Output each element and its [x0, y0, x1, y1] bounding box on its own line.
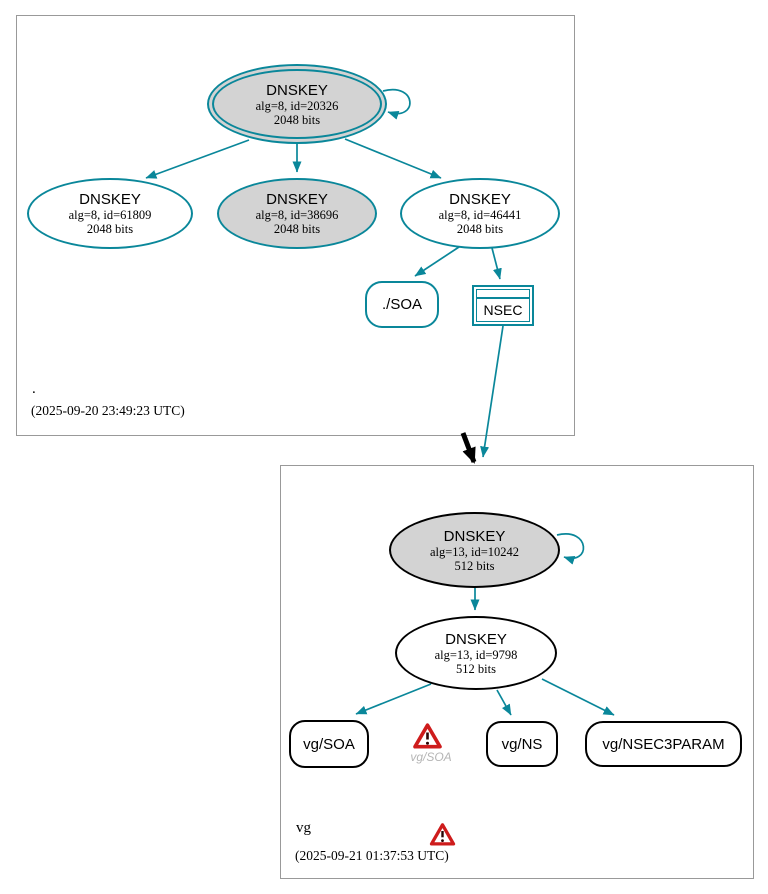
edge-root-ksk-selfloop: [382, 88, 411, 120]
dnskey-detail: alg=8, id=20326: [255, 98, 339, 113]
dnskey-type: DNSKEY: [443, 527, 506, 545]
node-vg-nsec3param[interactable]: vg/NSEC3PARAM: [585, 721, 742, 767]
node-vg-soa[interactable]: vg/SOA: [289, 720, 369, 768]
edge-root-ksk-to-zsk46441: [344, 138, 442, 179]
dnskey-size: 2048 bits: [456, 222, 504, 236]
warning-icon-vg-zone: [429, 823, 456, 846]
rr-label: ./SOA: [381, 296, 422, 313]
dnskey-type: DNSKEY: [266, 81, 328, 99]
edge-zsk46441-to-nsec: [491, 247, 502, 280]
node-root-dnskey-46441[interactable]: DNSKEY alg=8, id=46441 2048 bits: [400, 178, 560, 249]
warning-label-vg-soa: vg/SOA: [410, 750, 452, 764]
dnskey-detail: alg=8, id=46441: [438, 208, 522, 222]
node-root-dnskey-61809[interactable]: DNSKEY alg=8, id=61809 2048 bits: [27, 178, 193, 249]
dnskey-detail: alg=8, id=38696: [255, 208, 339, 222]
node-vg-dnskey-10242[interactable]: DNSKEY alg=13, id=10242 512 bits: [389, 512, 560, 588]
zone-name-root: .: [32, 381, 36, 397]
dnskey-type: DNSKEY: [445, 630, 507, 648]
dnskey-type: DNSKEY: [266, 191, 328, 208]
edge-nsec-to-vg-zone: [480, 325, 504, 458]
dnskey-type: DNSKEY: [79, 191, 141, 208]
edge-vg-ksk-selfloop: [556, 533, 585, 565]
edge-delegation-root-to-vg: [460, 432, 477, 464]
zone-timestamp-root: (2025-09-20 23:49:23 UTC): [31, 403, 185, 418]
node-root-dnskey-38696[interactable]: DNSKEY alg=8, id=38696 2048 bits: [217, 178, 377, 249]
dnskey-detail: alg=8, id=61809: [68, 208, 152, 222]
rr-label: NSEC: [483, 302, 523, 318]
dnskey-size: 512 bits: [454, 558, 495, 573]
nsec-top-cell: [477, 290, 529, 299]
dnskey-size: 2048 bits: [86, 222, 134, 236]
dnskey-detail: alg=13, id=9798: [434, 647, 518, 662]
node-root-soa[interactable]: ./SOA: [365, 281, 439, 328]
node-root-dnskey-20326-inner: DNSKEY alg=8, id=20326 2048 bits: [212, 69, 382, 139]
edge-root-ksk-to-zsk61809: [145, 139, 250, 179]
edge-vg-zsk-to-nsec3param: [541, 678, 615, 716]
dnskey-size: 512 bits: [456, 661, 496, 676]
zone-timestamp-vg: (2025-09-21 01:37:53 UTC): [295, 848, 449, 863]
node-root-nsec[interactable]: NSEC: [472, 285, 534, 326]
dnskey-size: 2048 bits: [273, 222, 321, 236]
edge-vg-zsk-to-soa: [355, 683, 432, 715]
node-vg-dnskey-9798[interactable]: DNSKEY alg=13, id=9798 512 bits: [395, 616, 557, 690]
zone-name-vg: vg: [296, 820, 311, 836]
warning-icon-vg-soa: [413, 723, 442, 749]
nsec-inner-box: NSEC: [476, 289, 530, 322]
node-vg-ns[interactable]: vg/NS: [486, 721, 558, 767]
rr-label: vg/NS: [501, 735, 543, 753]
node-root-dnskey-20326[interactable]: DNSKEY alg=8, id=20326 2048 bits: [207, 64, 387, 144]
rr-label: vg/SOA: [303, 735, 355, 753]
rr-label: vg/NSEC3PARAM: [602, 735, 725, 753]
edge-zsk46441-to-soa: [414, 246, 460, 277]
dnskey-detail: alg=13, id=10242: [429, 544, 520, 559]
dnskey-size: 2048 bits: [273, 112, 321, 127]
edge-vg-zsk-to-ns: [496, 689, 512, 716]
dnskey-type: DNSKEY: [449, 191, 511, 208]
